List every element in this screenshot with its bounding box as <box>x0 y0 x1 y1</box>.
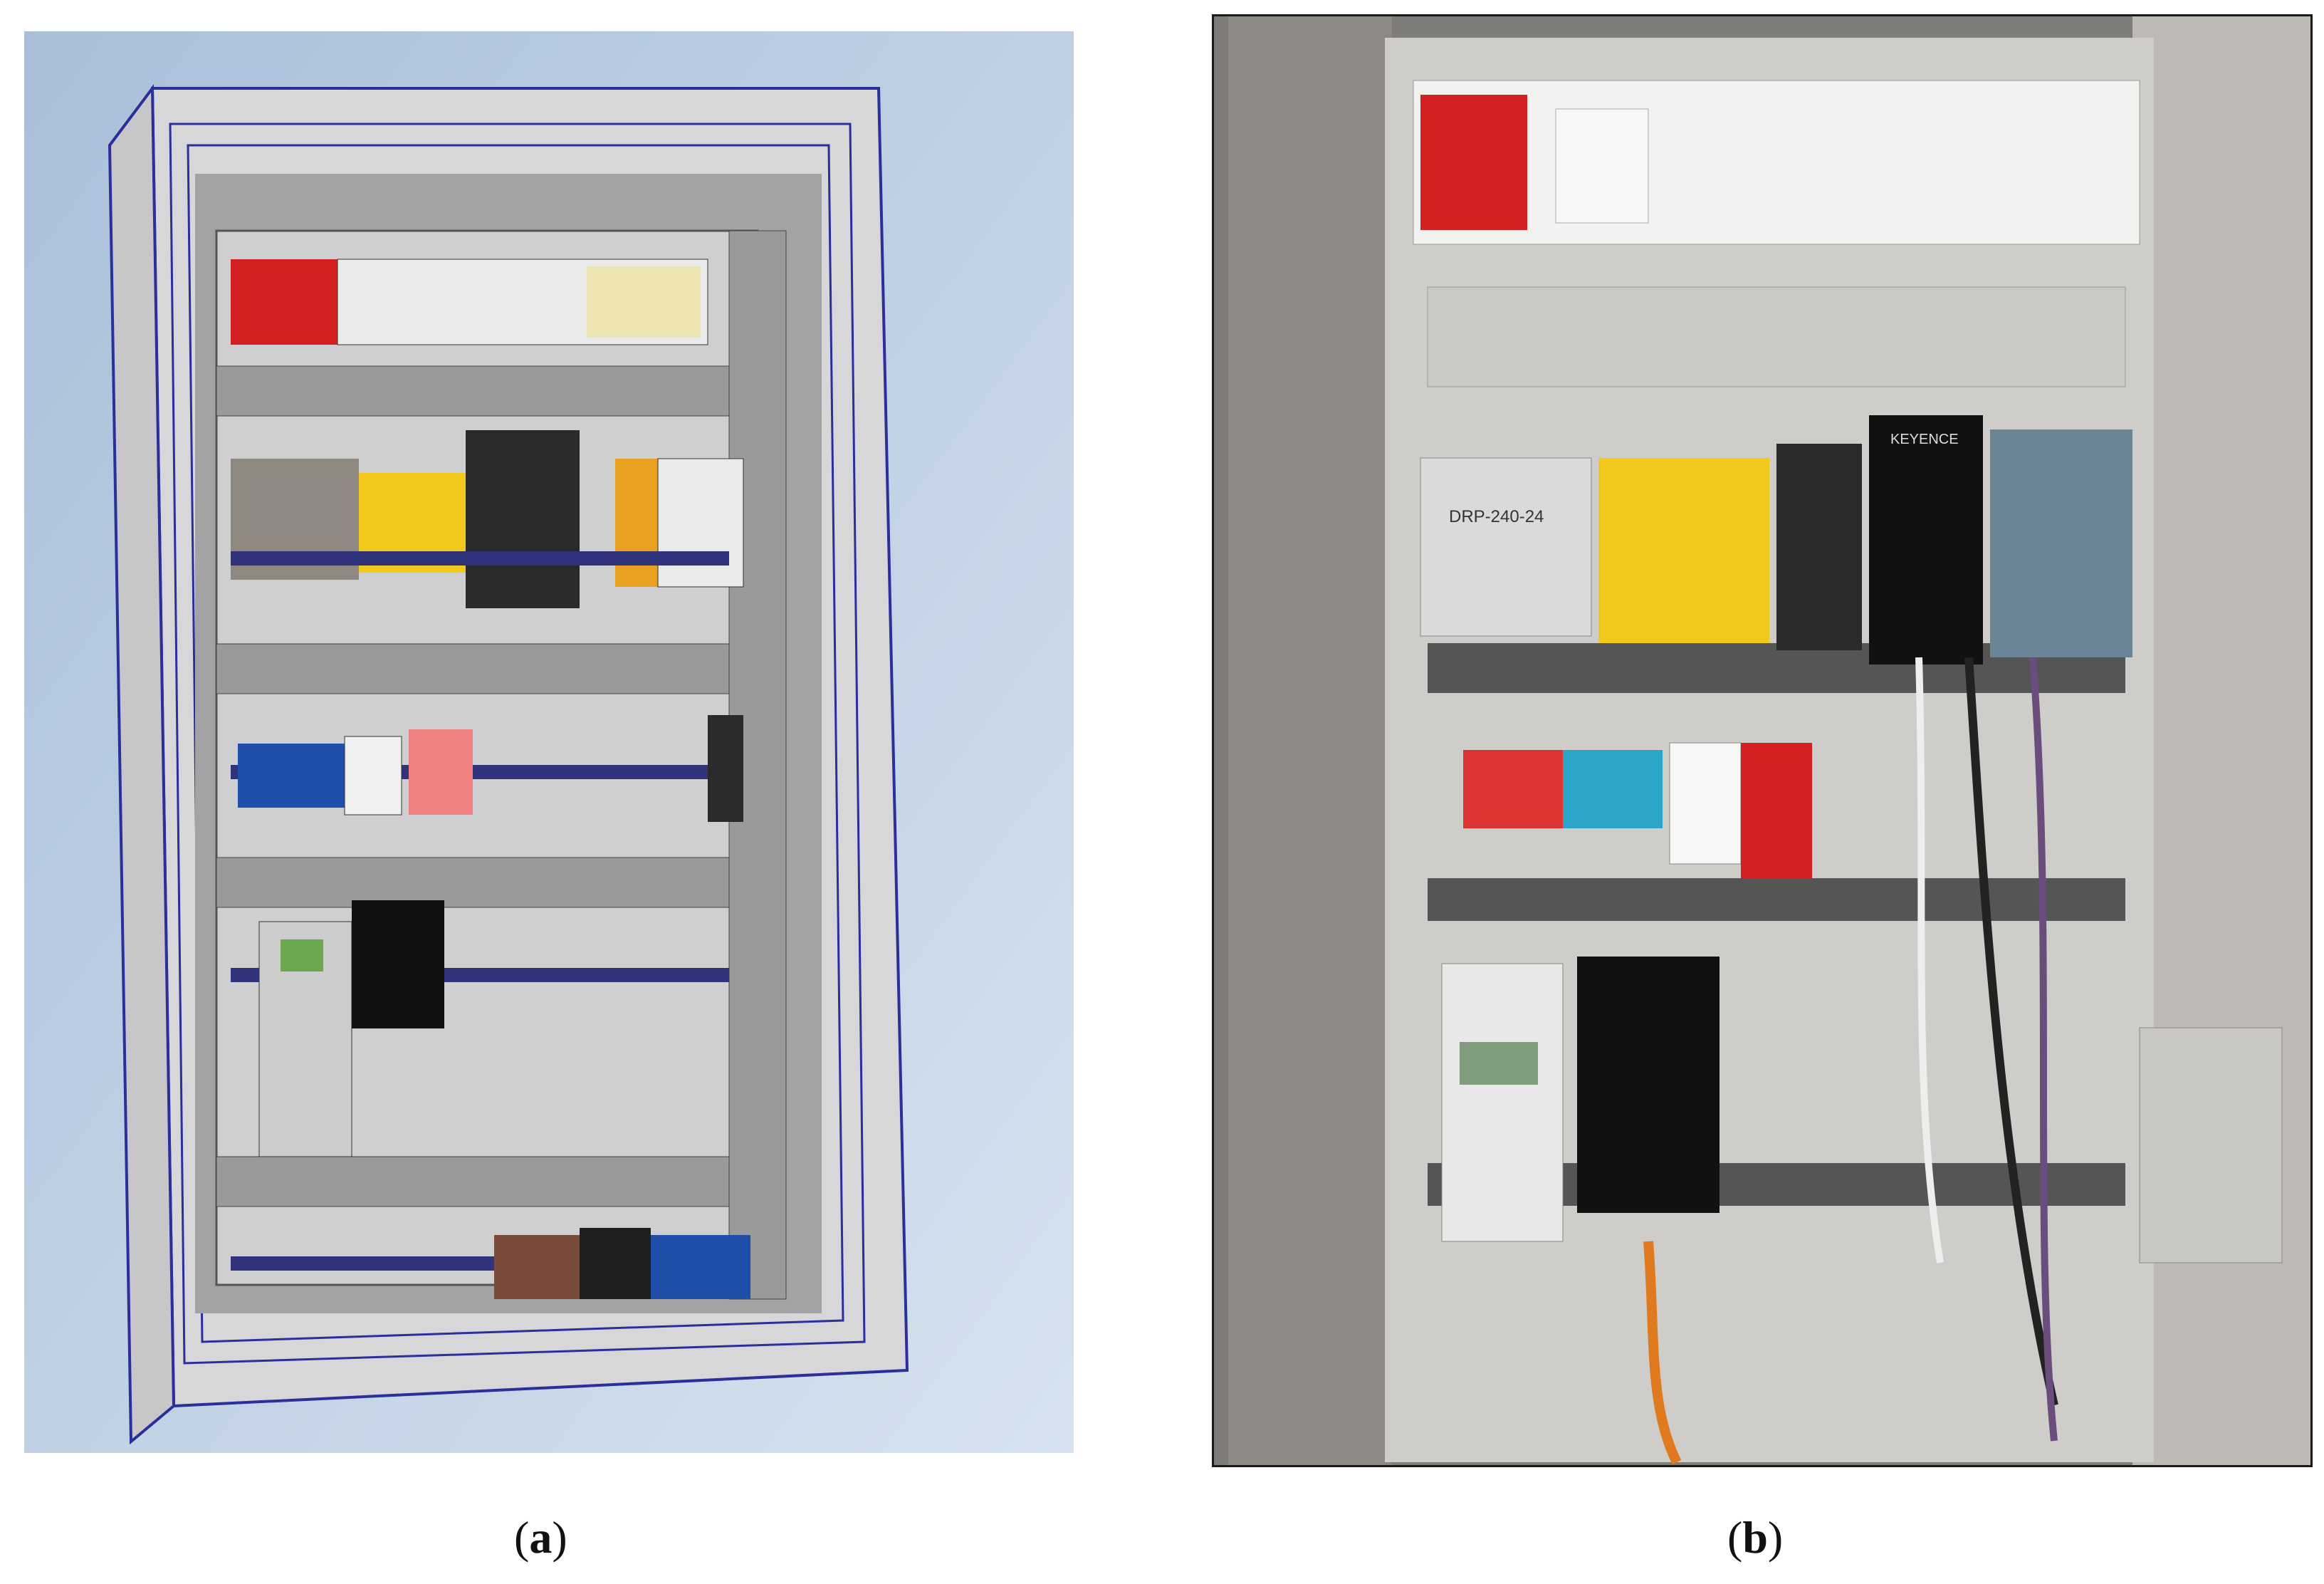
cabinet-photo: DRP-240-24 KEYENCE <box>1214 16 2310 1465</box>
cad-panel <box>24 31 1074 1453</box>
cad-illustration <box>24 31 1074 1453</box>
plc-brand-label: KEYENCE <box>1890 432 1959 447</box>
photo-panel: DRP-240-24 KEYENCE <box>1212 14 2313 1467</box>
panel-caption-b: (b) <box>1727 1512 1784 1563</box>
power-supply-label: DRP-240-24 <box>1449 507 1544 526</box>
panel-caption-a: (a) <box>514 1512 567 1563</box>
